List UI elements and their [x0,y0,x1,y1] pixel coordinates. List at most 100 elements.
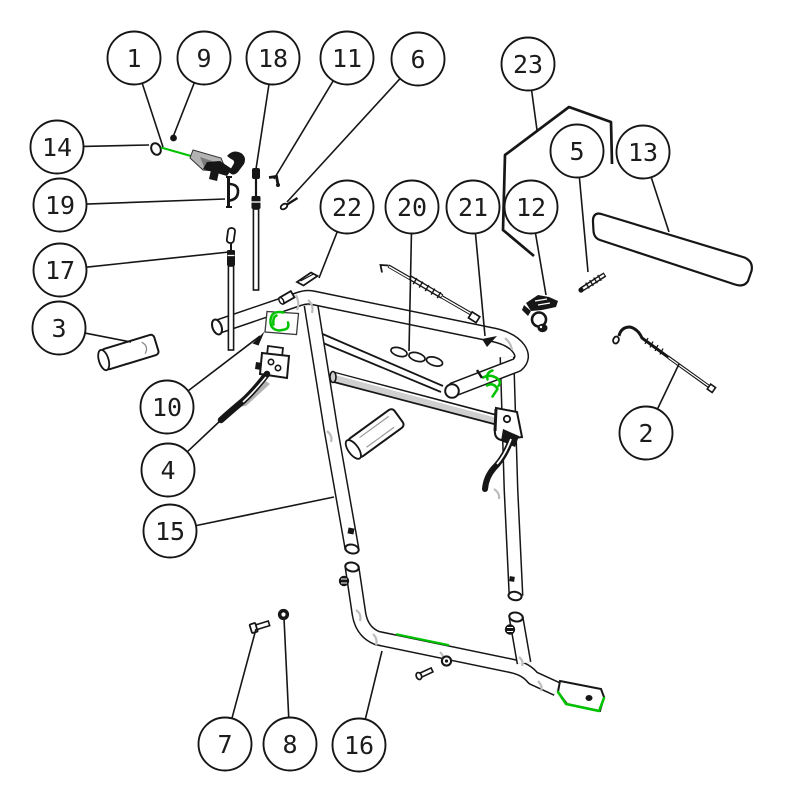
cotter-pin [279,196,299,211]
balloon-number-7: 7 [217,730,232,759]
handlebar-joint-marks [294,294,514,351]
lever-screw-dot [170,134,177,142]
left-clutch-lever [217,370,271,424]
balloon-17: 17 [32,242,230,298]
balloon-5: 5 [549,123,605,273]
clutch-cable-top-barrel [225,227,236,244]
leader-line-5 [578,177,589,273]
balloon-22: 22 [318,179,375,279]
balloon-12: 12 [503,179,559,296]
throttle-cable-ferrule [252,168,260,179]
cable-clip [226,176,240,208]
lower-tube-highlight [395,633,450,647]
balloon-8: 8 [262,617,318,772]
left-pointer-arrow [252,331,265,346]
clutch-cable [225,227,236,351]
center-grip-shading [359,415,395,448]
center-grip [344,408,405,460]
balloon-18: 18 [245,30,301,170]
carriage-bolt-right [504,624,516,635]
balloon-circle-14 [29,119,85,175]
balloon-number-23: 23 [513,50,543,79]
leader-line-9 [172,82,196,138]
cable-guide-clip [295,271,320,287]
balloon-number-22: 22 [332,193,362,222]
cable-adjuster-clamp [522,295,558,333]
balloon-number-15: 15 [155,517,185,546]
balloon-3: 3 [31,300,132,356]
balloon-circle-6 [390,31,446,87]
balloon-number-2: 2 [638,419,653,448]
balloon-circle-7 [197,716,253,772]
throttle-cable-rod [252,208,260,291]
leader-line-21 [474,233,486,337]
tube-boss [278,289,296,306]
balloon-number-17: 17 [45,256,75,285]
leader-line-18 [255,84,270,170]
balloon-number-16: 16 [344,731,374,760]
clutch-cable-rod [227,265,235,351]
balloon-circle-4 [140,442,196,498]
right-leg-end-cap [507,590,523,602]
lower-left-upright-cap [344,561,360,573]
clutch-rod-hatch [644,337,664,355]
lower-end-plate-highlight [556,690,606,713]
lever-block [209,170,219,181]
leader-line-3 [84,332,132,343]
throttle-rod-hatch [412,277,442,299]
balloon-number-21: 21 [458,193,488,222]
leader-line-14 [83,144,150,148]
lower-right-upright-cap [508,611,524,623]
balloon-15: 15 [142,496,335,559]
balloon-circle-5 [549,123,605,179]
balloon-21: 21 [445,179,501,337]
side-trim-blade [591,212,753,287]
balloon-16: 16 [331,650,387,773]
balloon-9: 9 [172,30,232,138]
right-leg-tube [493,356,524,602]
balloon-circle-15 [142,503,198,559]
left-leg-end-cap [344,543,360,555]
leader-line-11 [273,80,334,180]
balloon-number-1: 1 [126,44,141,73]
balloon-number-12: 12 [516,193,546,222]
lower-tube-assembly [338,561,606,713]
balloon-circle-2 [618,405,674,461]
left-grip [97,333,160,372]
right-cable-clamp-highlight [475,369,502,398]
small-bolt [415,666,435,681]
balloon-circle-22 [319,179,375,235]
left-bracket-nub [255,362,262,370]
balloon-2: 2 [618,363,680,461]
right-leg-joint-mark [493,488,501,500]
balloon-circle-1 [106,30,162,86]
balloon-circle-16 [331,717,387,773]
balloon-circle-11 [319,30,375,86]
balloon-number-20: 20 [397,193,427,222]
balloon-circle-12 [503,179,559,235]
balloon-11: 11 [273,30,375,180]
handlebar-return-end-cap [444,383,460,399]
throttle-cable [251,168,261,291]
leader-line-19 [86,198,226,205]
balloon-number-11: 11 [332,44,362,73]
balloon-number-10: 10 [152,393,182,422]
lever-underside [203,161,232,176]
balloon-circle-18 [245,30,301,86]
console-slots [390,346,444,367]
right-bracket-edge [493,408,498,432]
balloon-number-6: 6 [410,45,425,74]
left-leg-bolt [347,527,355,535]
balloon-circle-21 [445,179,501,235]
leader-line-17 [86,251,230,268]
balloon-circle-20 [384,179,440,235]
clutch-rod-end [706,382,717,394]
balloon-number-14: 14 [42,133,72,162]
balloon-20: 20 [384,179,440,352]
leader-line-4 [186,419,222,453]
clevis-pin [578,272,607,293]
leader-line-8 [283,617,290,718]
throttle-rod [379,264,481,324]
